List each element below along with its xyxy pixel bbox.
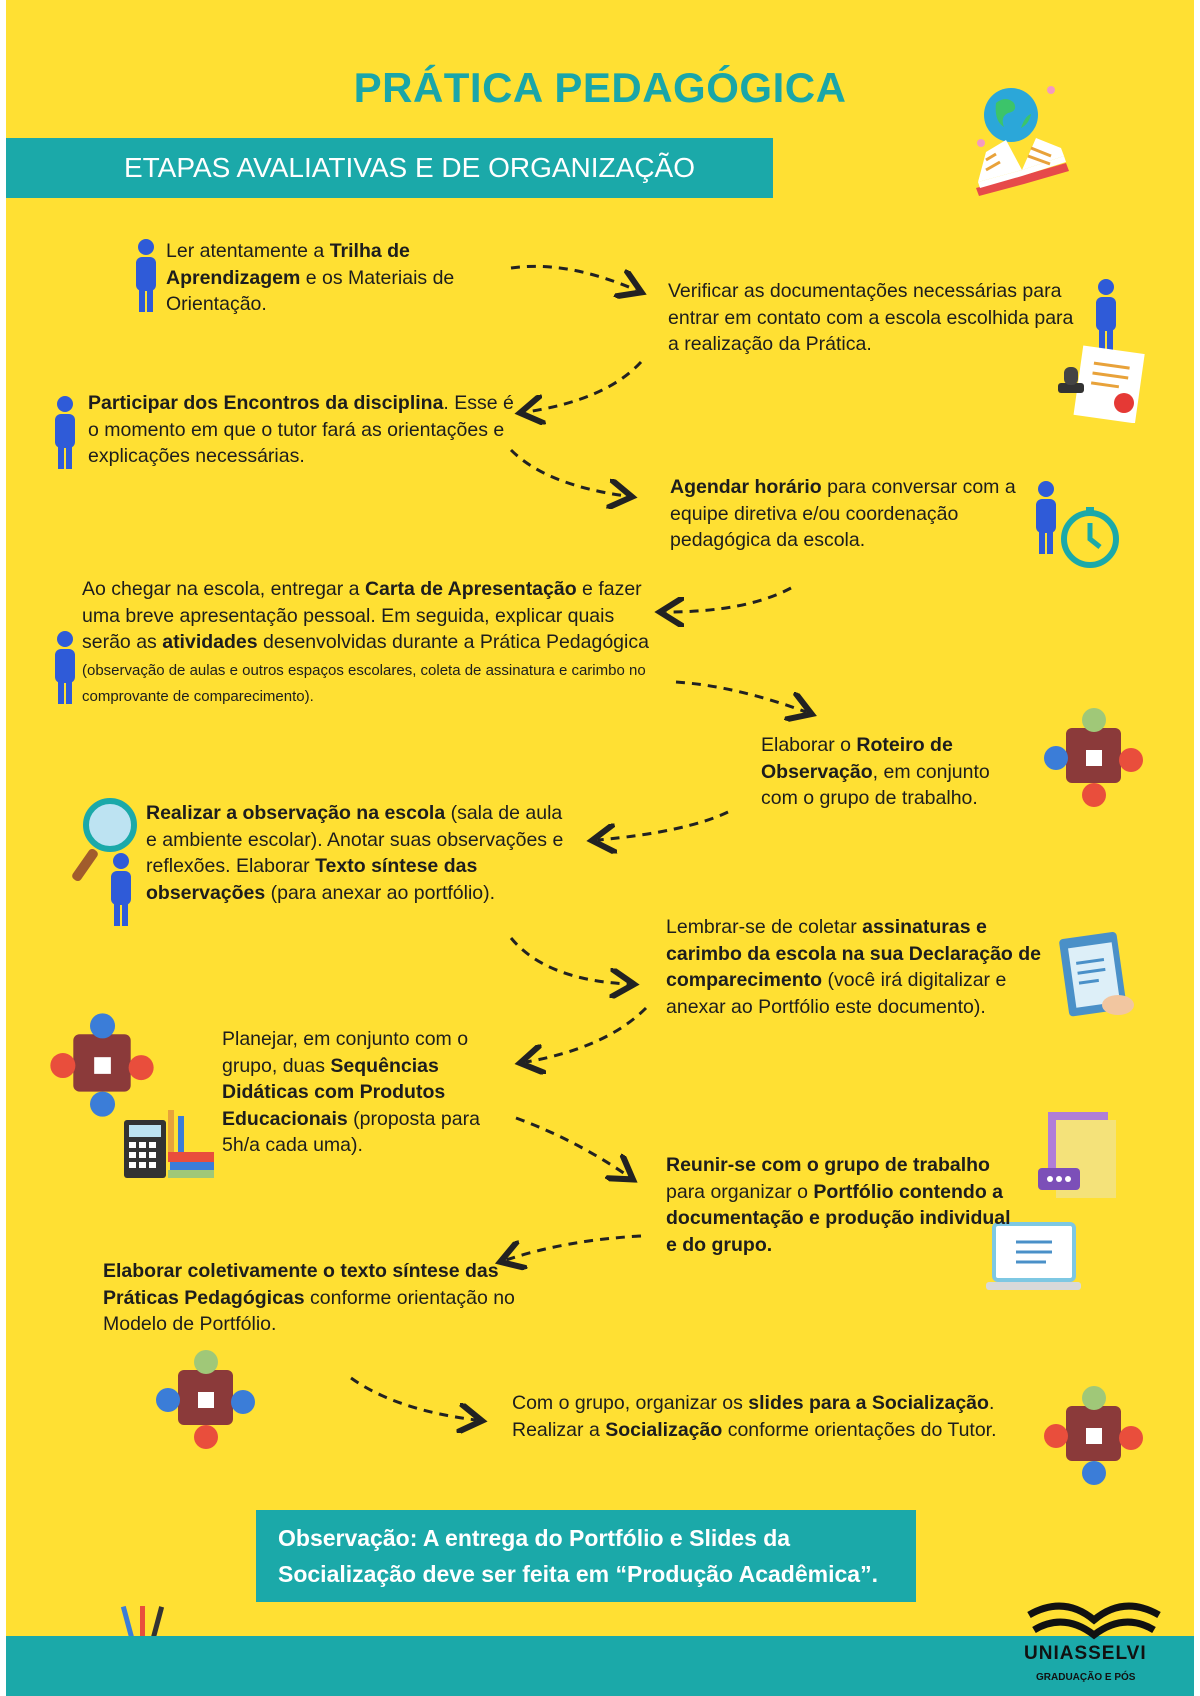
logo-book-icon — [1027, 1602, 1161, 1640]
globe-book-icon — [976, 86, 1069, 196]
calculator-books-icon — [124, 1110, 214, 1178]
team-puzzle-icon — [50, 1013, 154, 1117]
step-4-text: Agendar horário para conversar com a equ… — [670, 476, 1016, 551]
person-icon — [55, 631, 75, 704]
step-3-text: Participar dos Encontros da disciplina. … — [88, 392, 514, 467]
infographic-page: PRÁTICA PEDAGÓGICA ETAPAS AVALIATIVAS E … — [6, 0, 1194, 1696]
footer-bar — [6, 1636, 1194, 1696]
step-5-text: Ao chegar na escola, entregar a Carta de… — [82, 578, 649, 705]
person-icon — [136, 239, 156, 312]
step-11-text: Elaborar coletivamente o texto síntese d… — [103, 1260, 515, 1335]
person-icon — [1096, 279, 1116, 352]
step-7-text: Realizar a observação na escola (sala de… — [146, 802, 564, 904]
step-12-text: Com o grupo, organizar os slides para a … — [512, 1392, 997, 1441]
observation-note: Observação: A entrega do Portfólio e Sli… — [256, 1510, 916, 1602]
logo-name: UNIASSELVI — [1024, 1643, 1147, 1664]
clipboard-icon — [1059, 932, 1134, 1017]
note-label: Observação: — [278, 1525, 418, 1551]
step-10-text: Reunir-se com o grupo de trabalho para o… — [666, 1154, 1011, 1256]
page-title: PRÁTICA PEDAGÓGICA — [353, 64, 847, 111]
team-puzzle-icon — [156, 1350, 255, 1449]
note-text: A entrega do Portfólio e Slides da Socia… — [278, 1525, 878, 1587]
magnifier-icon — [72, 798, 137, 882]
person-icon — [111, 853, 131, 926]
step-2-text: Verificar as documentações necessárias p… — [668, 280, 1074, 355]
files-icon — [1038, 1112, 1116, 1198]
step-8-text: Lembrar-se de coletar assinaturas e cari… — [666, 916, 1042, 1018]
logo-subtitle: GRADUAÇÃO E PÓS — [1036, 1672, 1136, 1683]
person-icon — [1036, 481, 1056, 554]
step-6-text: Elaborar o Roteiro de Observação, em con… — [761, 734, 990, 809]
section-banner: ETAPAS AVALIATIVAS E DE ORGANIZAÇÃO — [6, 138, 773, 198]
flow-arrows — [350, 264, 1194, 1696]
team-puzzle-icon — [1044, 708, 1143, 807]
certificate-stamp-icon — [1058, 345, 1145, 423]
team-puzzle-icon — [1044, 1386, 1143, 1485]
person-icon — [55, 396, 75, 469]
clock-icon — [1061, 507, 1119, 568]
step-9-text: Planejar, em conjunto com o grupo, duas … — [222, 1028, 480, 1156]
laptop-icon — [986, 1222, 1081, 1290]
step-1-text: Ler atentamente a Trilha de Aprendizagem… — [166, 240, 455, 315]
